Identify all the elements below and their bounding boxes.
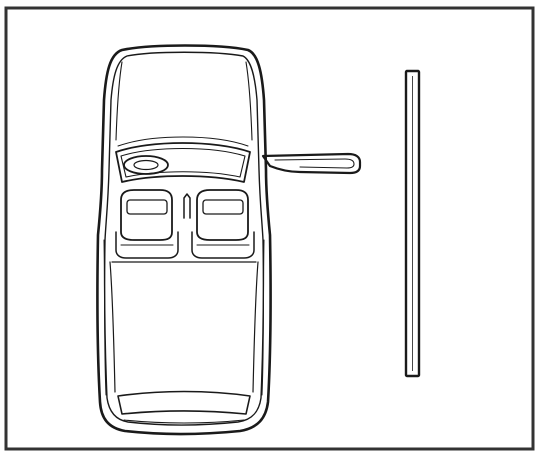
seat-left-headrest <box>115 231 179 259</box>
steering-wheel-icon <box>123 155 169 175</box>
cabin-line-right <box>252 261 259 393</box>
seat-left-cushion <box>126 199 168 215</box>
seat-right-back <box>196 189 249 241</box>
open-door-inner-line <box>274 158 355 169</box>
side-body-line-right <box>261 239 265 396</box>
rear-window <box>117 390 251 415</box>
car-body-outline <box>96 44 272 436</box>
open-door-panel <box>261 152 362 175</box>
windshield-top-line <box>117 136 249 147</box>
seat-left-icon <box>115 189 179 259</box>
hood-crease-right <box>245 61 253 141</box>
steering-wheel-hub <box>133 159 159 171</box>
center-console <box>183 193 191 219</box>
hood-crease-left <box>115 61 123 141</box>
windshield <box>115 142 251 183</box>
seat-right-cushion <box>202 199 244 215</box>
car-body-inner-line <box>103 51 265 426</box>
rear-bumper-line <box>123 419 245 424</box>
cabin-line-left <box>109 261 116 393</box>
seat-right-headrest <box>191 231 255 259</box>
side-body-line-left <box>103 239 107 396</box>
wall-pillar-icon <box>404 69 421 378</box>
car-top-view-icon <box>96 44 362 436</box>
seat-right-icon <box>191 189 255 259</box>
open-door-icon <box>261 152 362 175</box>
seat-left-back <box>120 189 173 241</box>
